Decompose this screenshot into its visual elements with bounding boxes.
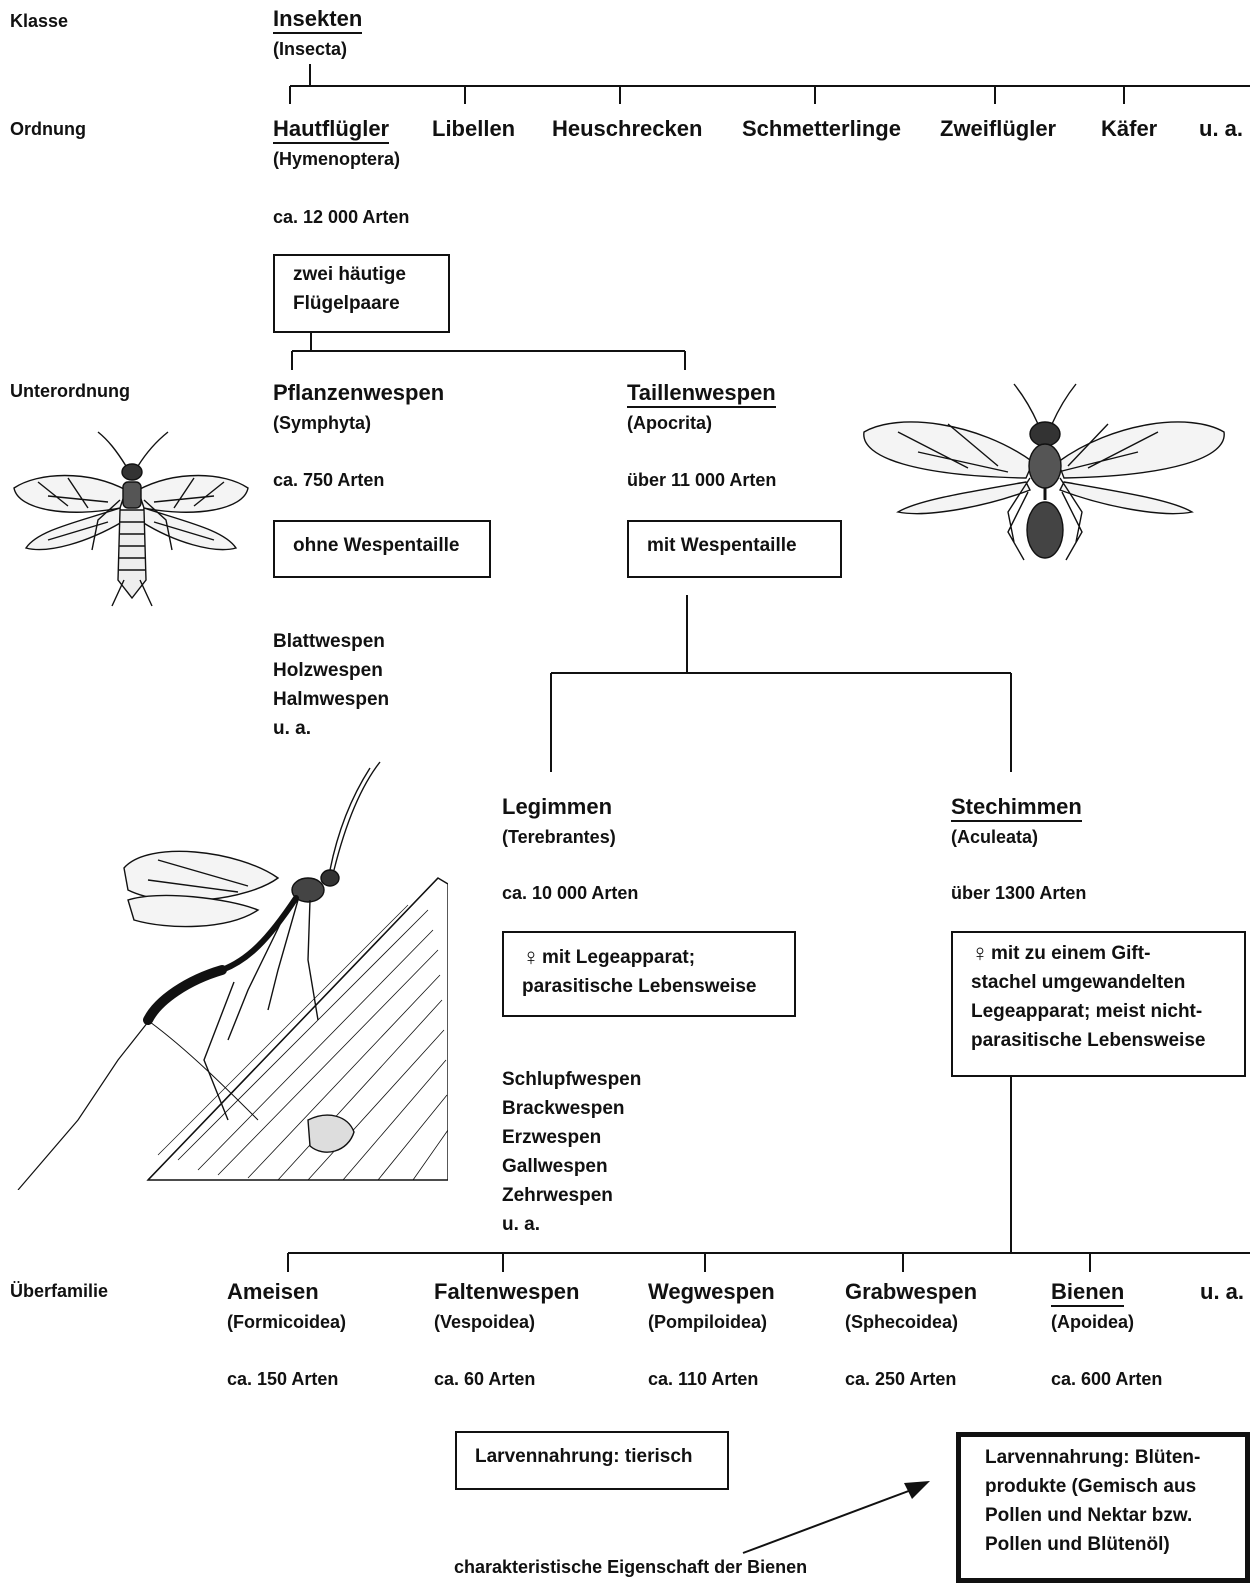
order-schmetterlinge: Schmetterlinge — [742, 116, 901, 142]
group-terebrantes-latin: (Terebrantes) — [502, 826, 616, 848]
list-item: Brackwespen — [502, 1094, 641, 1123]
suborder-symphyta-count: ca. 750 Arten — [273, 469, 384, 491]
suborder-symphyta-latin: (Symphyta) — [273, 412, 371, 434]
superfamily-vespoidea-count: ca. 60 Arten — [434, 1368, 535, 1390]
suborder-apocrita-count: über 11 000 Arten — [627, 469, 776, 491]
rank-label-unterordnung: Unterordnung — [10, 380, 130, 402]
group-aculeata-count: über 1300 Arten — [951, 882, 1086, 904]
female-symbol-icon: ♀ — [971, 940, 989, 967]
order-libellen: Libellen — [432, 116, 515, 142]
order-main-name: Hautflügler — [273, 116, 389, 142]
group-terebrantes-trait-box: ♀mit Legeapparat; parasitische Lebenswei… — [502, 931, 796, 1017]
larval-food-bees-box: Larvennahrung: Blüten- produkte (Gemisch… — [956, 1432, 1250, 1583]
superfamily-formicoidea-count: ca. 150 Arten — [227, 1368, 338, 1390]
superfamily-pompiloidea-latin: (Pompiloidea) — [648, 1311, 767, 1333]
suborder-apocrita-latin: (Apocrita) — [627, 412, 712, 434]
larval-food-animal-box: Larvennahrung: tierisch — [455, 1431, 729, 1490]
superfamily-vespoidea-latin: (Vespoidea) — [434, 1311, 535, 1333]
suborder-apocrita-name: Taillenwespen — [627, 380, 776, 406]
superfamily-apoidea-name: Bienen — [1051, 1279, 1124, 1305]
group-aculeata-latin: (Aculeata) — [951, 826, 1038, 848]
superfamily-apoidea-count: ca. 600 Arten — [1051, 1368, 1162, 1390]
superfamily-formicoidea-latin: (Formicoidea) — [227, 1311, 346, 1333]
rank-label-klasse: Klasse — [10, 10, 68, 32]
superfamily-sphecoidea-latin: (Sphecoidea) — [845, 1311, 958, 1333]
female-symbol-icon: ♀ — [522, 944, 540, 971]
list-item: Halmwespen — [273, 685, 389, 714]
list-item: Erzwespen — [502, 1123, 641, 1152]
list-item: u. a. — [502, 1210, 641, 1239]
order-main-trait-box: zwei häutige Flügelpaare — [273, 254, 450, 333]
rank-label-ordnung: Ordnung — [10, 118, 86, 140]
bees-caption: charakteristische Eigenschaft der Bienen — [454, 1556, 807, 1578]
suborder-apocrita-trait-box: mit Wespentaille — [627, 520, 842, 578]
superfamily-sphecoidea-count: ca. 250 Arten — [845, 1368, 956, 1390]
superfamily-formicoidea-name: Ameisen — [227, 1279, 319, 1305]
superfamily-sphecoidea-name: Grabwespen — [845, 1279, 977, 1305]
list-item: Zehrwespen — [502, 1181, 641, 1210]
list-item: Schlupfwespen — [502, 1065, 641, 1094]
group-terebrantes-name: Legimmen — [502, 794, 612, 820]
list-item: Gallwespen — [502, 1152, 641, 1181]
ichneumon-wasp-illustration — [8, 760, 448, 1190]
superfamily-more: u. a. — [1200, 1279, 1244, 1305]
group-aculeata-name: Stechimmen — [951, 794, 1082, 820]
order-main-count: ca. 12 000 Arten — [273, 206, 409, 228]
rank-label-ueberfamilie: Überfamilie — [10, 1280, 108, 1302]
class-latin: (Insecta) — [273, 38, 347, 60]
group-aculeata-trait-box: ♀mit zu einem Gift- stachel umgewandelte… — [951, 931, 1246, 1077]
order-heuschrecken: Heuschrecken — [552, 116, 702, 142]
sawfly-illustration — [8, 430, 253, 610]
suborder-symphyta-name: Pflanzenwespen — [273, 380, 444, 406]
list-item: u. a. — [273, 714, 389, 743]
superfamily-apoidea-latin: (Apoidea) — [1051, 1311, 1134, 1333]
superfamily-vespoidea-name: Faltenwespen — [434, 1279, 579, 1305]
order-zweifluegler: Zweiflügler — [940, 116, 1056, 142]
group-terebrantes-count: ca. 10 000 Arten — [502, 882, 638, 904]
class-name: Insekten — [273, 6, 362, 32]
order-kaefer: Käfer — [1101, 116, 1157, 142]
apocrita-wasp-illustration — [858, 382, 1230, 572]
list-item: Holzwespen — [273, 656, 389, 685]
suborder-symphyta-trait-box: ohne Wespentaille — [273, 520, 491, 578]
terebrantes-examples-list: Schlupfwespen Brackwespen Erzwespen Gall… — [502, 1065, 641, 1239]
order-main-latin: (Hymenoptera) — [273, 148, 400, 170]
superfamily-pompiloidea-count: ca. 110 Arten — [648, 1368, 758, 1390]
order-more: u. a. — [1199, 116, 1243, 142]
superfamily-pompiloidea-name: Wegwespen — [648, 1279, 775, 1305]
symphyta-examples-list: Blattwespen Holzwespen Halmwespen u. a. — [273, 627, 389, 743]
list-item: Blattwespen — [273, 627, 389, 656]
